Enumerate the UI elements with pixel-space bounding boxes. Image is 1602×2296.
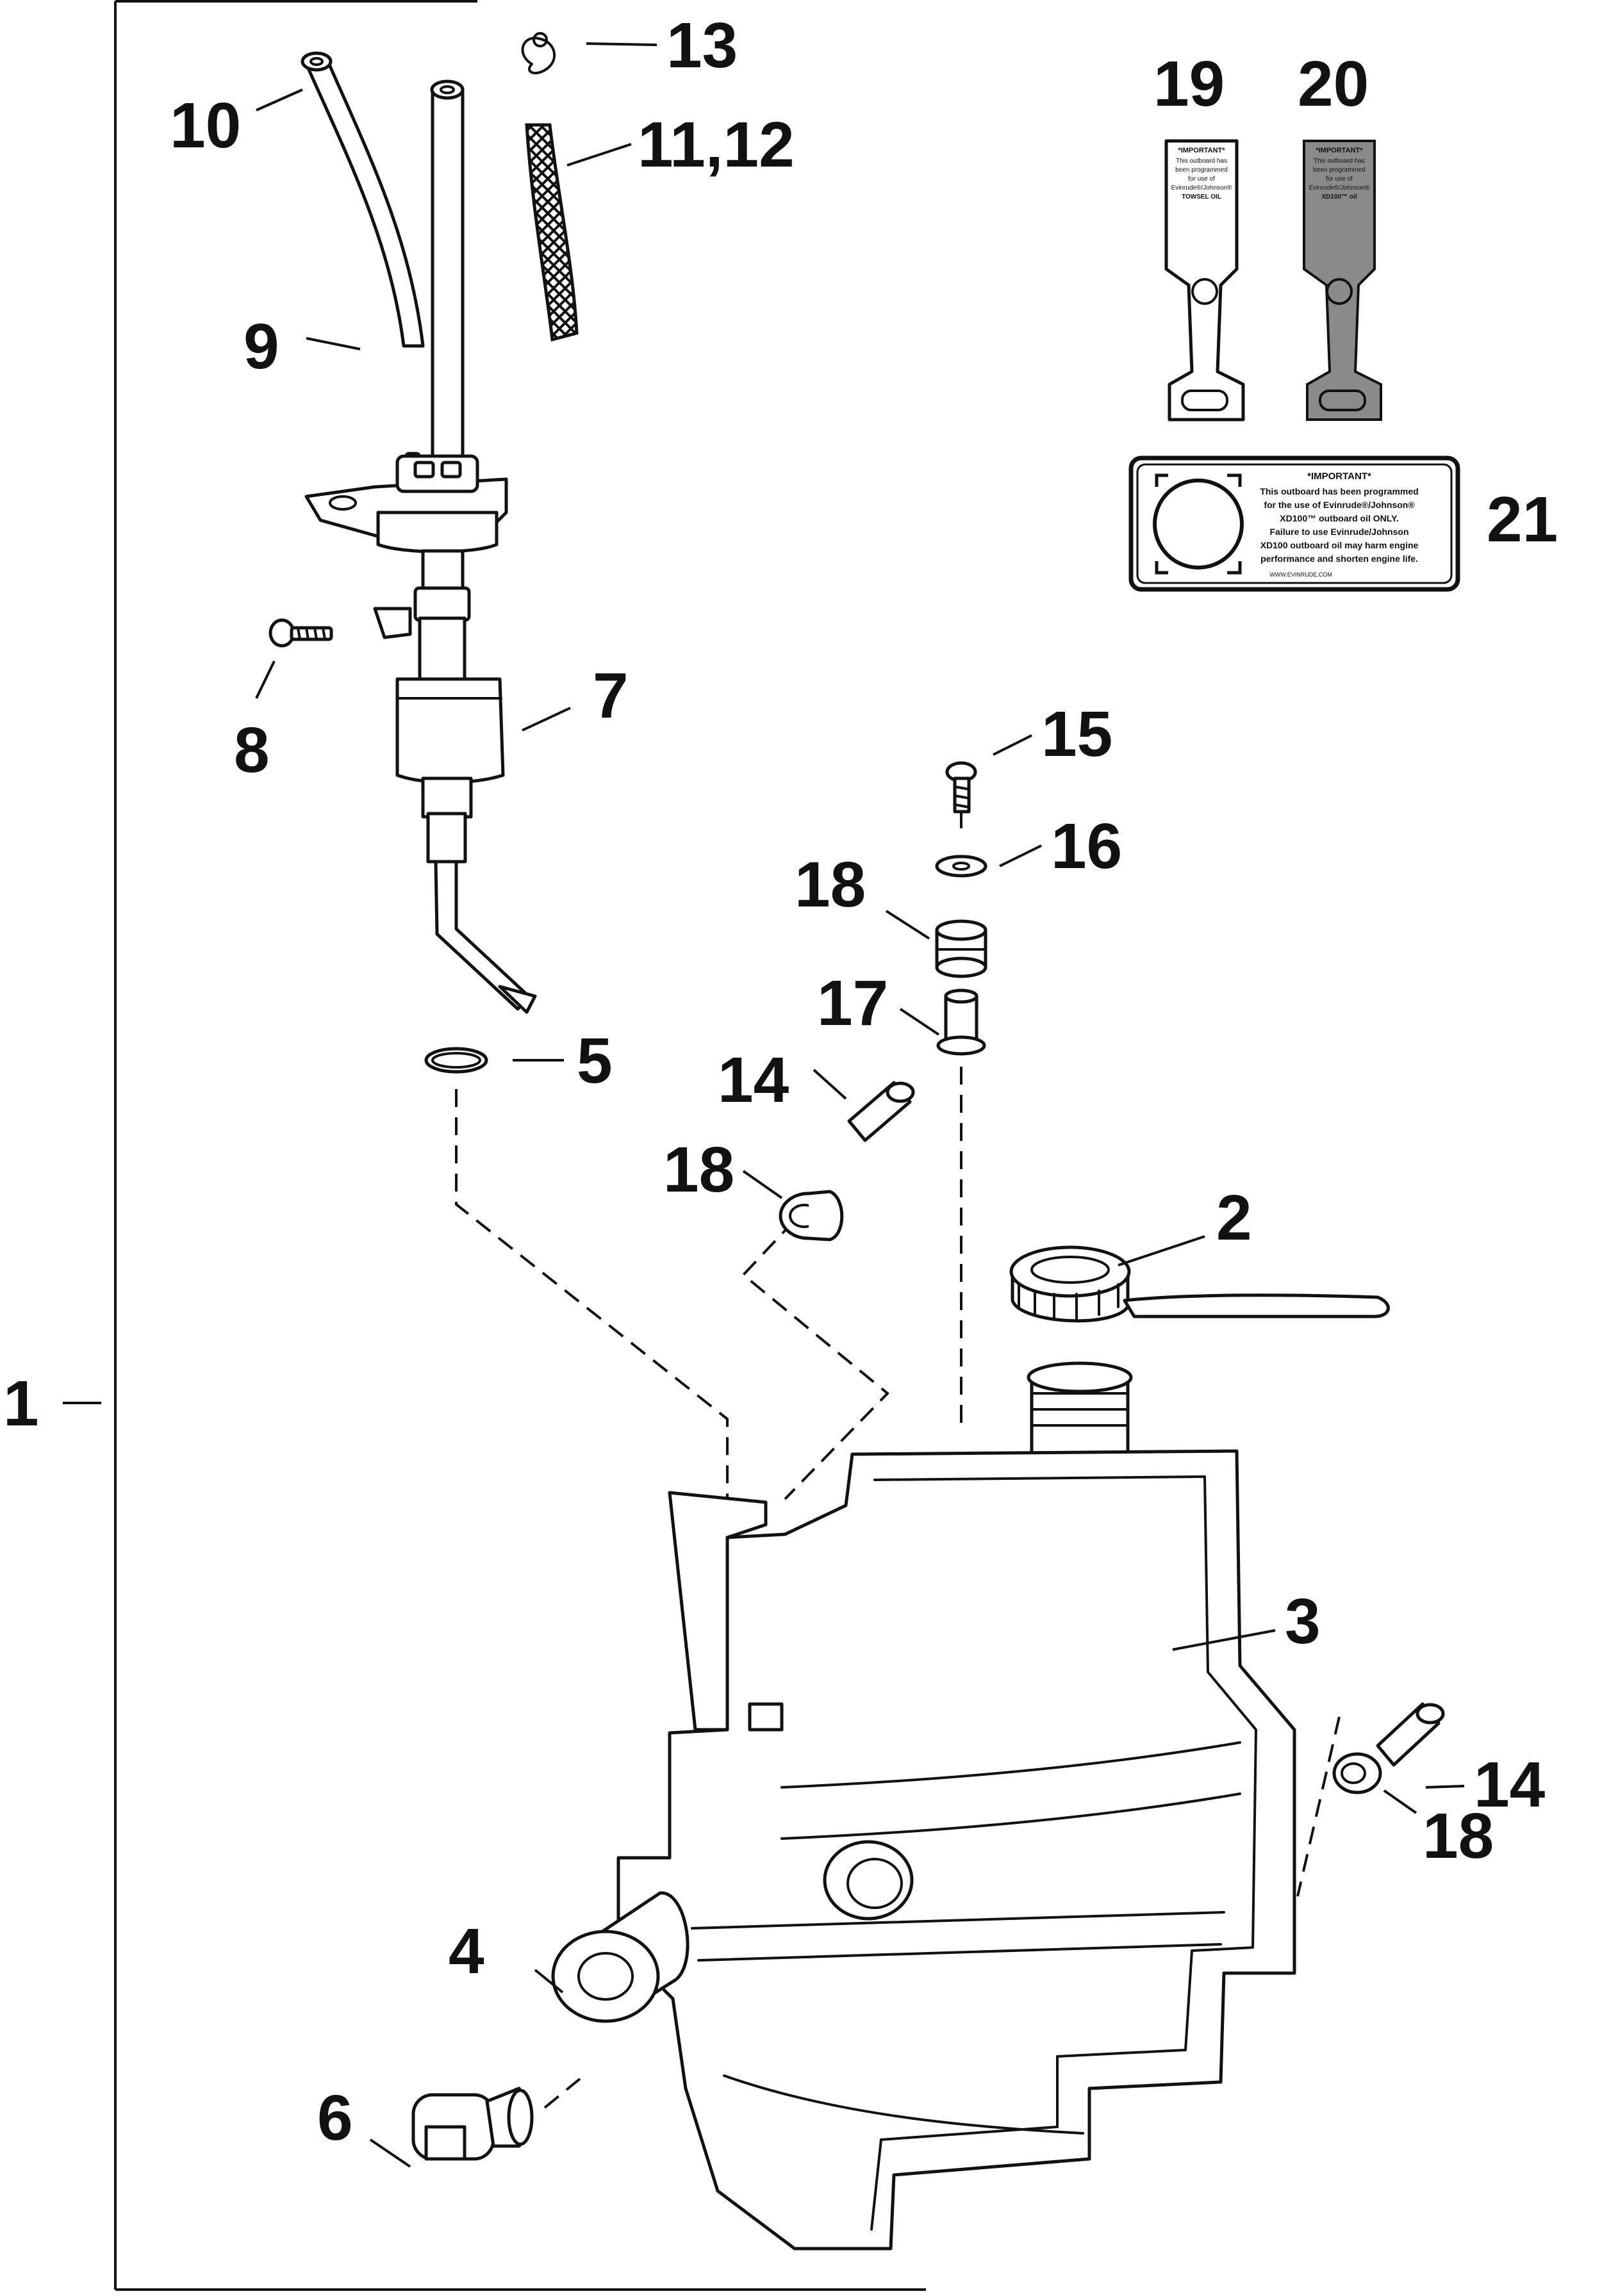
- tag19-line-2: been programmed: [1175, 167, 1228, 174]
- decal21-url: WWW.EVINRUDE.COM: [1269, 571, 1332, 578]
- callout-2: 2: [1216, 1182, 1252, 1254]
- tag19-line-5: TOWSEL OIL: [1182, 193, 1221, 201]
- callout-5: 5: [577, 1025, 613, 1097]
- tag19-line-4: Evinrude®/Johnson®: [1171, 184, 1232, 192]
- grommet-4: [551, 1891, 690, 2023]
- oil-tank-3: [616, 1361, 1296, 2251]
- callout-1: 1: [3, 1368, 39, 1439]
- callout-9: 9: [244, 311, 279, 382]
- callout-11-12: 11,12: [638, 109, 795, 181]
- o-ring-5: [424, 1047, 488, 1074]
- callout-18-middle: 18: [663, 1134, 734, 1206]
- tag19-line-3: for use of: [1188, 176, 1215, 183]
- callout-14-top: 14: [718, 1044, 789, 1116]
- leader-lines: [63, 42, 1465, 2168]
- pin-14-right: [1376, 1702, 1445, 1767]
- screw-8: [268, 618, 333, 648]
- decal21-line-2: for the use of Evinrude®/Johnson®: [1264, 500, 1415, 510]
- tag20-line-1: This outboard has: [1314, 158, 1365, 165]
- decal21-heading: *IMPORTANT*: [1307, 471, 1371, 482]
- grommet-18-middle: [779, 1190, 844, 1242]
- hang-tag-19: *IMPORTANT* This outboard has been progr…: [1164, 139, 1245, 422]
- decal-21: *IMPORTANT* This outboard has been progr…: [1128, 455, 1460, 592]
- assembly-bracket: [114, 0, 926, 2291]
- callout-4: 4: [449, 1915, 484, 1987]
- tag19-heading: *IMPORTANT*: [1178, 147, 1225, 154]
- decal21-line-3: XD100™ outboard oil ONLY.: [1280, 513, 1398, 523]
- sleeve-17: [936, 988, 986, 1056]
- callout-8: 8: [234, 714, 270, 786]
- decal21-line-6: performance and shorten engine life.: [1260, 554, 1418, 564]
- callout-17: 17: [817, 967, 888, 1039]
- fill-cap-2: [1009, 1245, 1390, 1323]
- callout-20: 20: [1298, 48, 1369, 120]
- callout-21: 21: [1487, 484, 1558, 555]
- tag20-line-5: XD100™ oil: [1321, 193, 1357, 201]
- callout-15: 15: [1041, 698, 1112, 770]
- grommet-18-right: [1332, 1752, 1382, 1794]
- decal21-line-4: Failure to use Evinrude/Johnson: [1269, 527, 1408, 537]
- pin-14-top: [847, 1081, 915, 1142]
- mesh-sleeve-11-12: [525, 123, 579, 342]
- callout-numbers: 1 2 3 4 5 6 7 8 9 10 11,12 13 14 14 15 1…: [3, 10, 1558, 2154]
- callout-7: 7: [593, 660, 629, 732]
- callout-18-top: 18: [795, 849, 866, 921]
- decal21-line-1: This outboard has been programmed: [1260, 486, 1418, 496]
- tag20-line-3: for use of: [1326, 176, 1353, 183]
- screw-15: [945, 761, 977, 814]
- callout-14-right: 14: [1474, 1749, 1546, 1821]
- callout-18-right: 18: [1423, 1800, 1494, 1872]
- clamp-13: [521, 32, 556, 75]
- washer-16: [935, 855, 987, 878]
- tag20-line-4: Evinrude®/Johnson®: [1309, 184, 1370, 192]
- callout-10: 10: [170, 90, 241, 161]
- fitting-6: [411, 2087, 534, 2161]
- decal21-line-5: XD100 outboard oil may harm engine: [1260, 540, 1419, 550]
- callout-16: 16: [1051, 810, 1122, 882]
- tag20-heading: *IMPORTANT*: [1316, 147, 1363, 154]
- hose-10: [301, 51, 425, 348]
- hose-11-12: [430, 79, 465, 463]
- callout-3: 3: [1285, 1586, 1321, 1657]
- hang-tag-20: *IMPORTANT* This outboard has been progr…: [1303, 140, 1382, 421]
- callout-6: 6: [317, 2082, 353, 2154]
- grommet-18-top: [935, 919, 987, 978]
- oil-pickup-7: [304, 454, 537, 1014]
- tag19-line-1: This outboard has: [1176, 158, 1227, 165]
- callout-19: 19: [1153, 48, 1225, 120]
- callout-13: 13: [666, 10, 738, 81]
- tag20-line-2: been programmed: [1313, 167, 1366, 174]
